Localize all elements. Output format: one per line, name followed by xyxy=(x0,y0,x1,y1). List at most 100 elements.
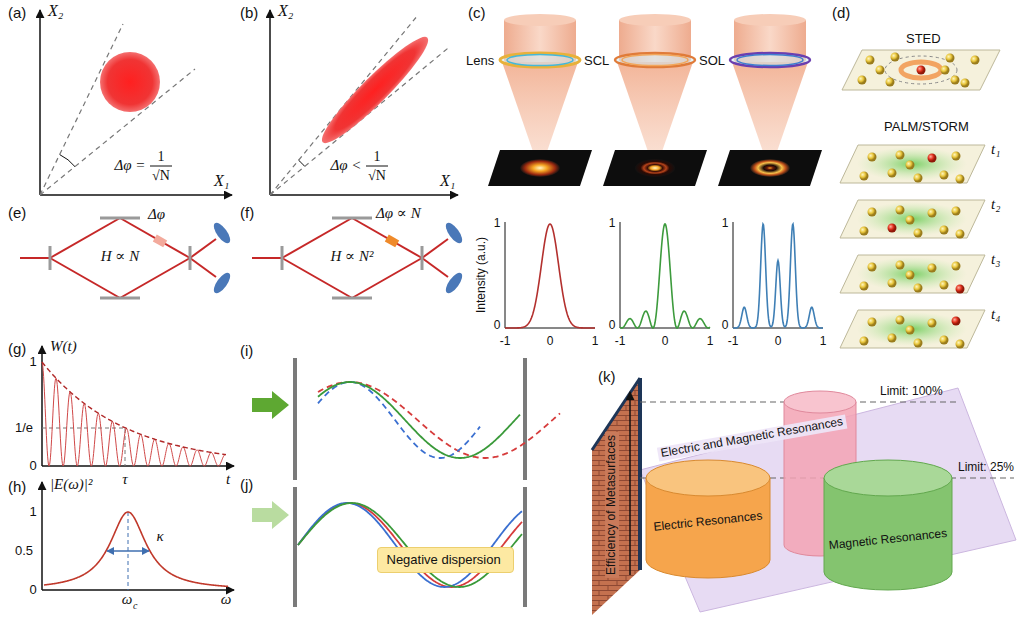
fluorescence-glow xyxy=(857,257,967,291)
sample-plane xyxy=(840,145,985,183)
coherent-state xyxy=(100,52,160,112)
lorentzian-curve xyxy=(44,512,228,586)
fluorophore xyxy=(914,339,923,348)
mirror xyxy=(100,217,140,220)
fluorophore xyxy=(906,216,915,225)
fluorophore xyxy=(940,336,949,345)
fluorescence-glow xyxy=(857,147,967,181)
tick-label: 1 xyxy=(609,217,616,231)
fluorophore xyxy=(914,229,923,238)
cylinder-top xyxy=(824,460,952,496)
intensity-curve xyxy=(505,224,595,328)
cavity-mode xyxy=(298,503,522,587)
fluorophore xyxy=(946,54,955,63)
cylinder-top xyxy=(784,391,856,413)
phase-uncertainty: Δφ = xyxy=(115,157,146,174)
plot-axes xyxy=(505,222,595,328)
tick-label: 1 xyxy=(707,335,714,349)
linewidth-arrow xyxy=(107,550,149,551)
cylinder-top xyxy=(646,460,770,496)
beam-top xyxy=(734,14,806,26)
angle-arc xyxy=(60,155,75,167)
cavity-mode xyxy=(318,382,560,458)
method-label: STED xyxy=(906,32,941,47)
lens-ring xyxy=(500,53,580,67)
fluorophore xyxy=(860,227,869,236)
axis-label: X₂ xyxy=(278,2,293,20)
tick-label: 1 xyxy=(494,217,501,231)
fluorophore xyxy=(896,316,905,325)
fluorophore xyxy=(896,261,905,270)
cavity-mirror xyxy=(293,358,297,480)
intensity-plot xyxy=(505,222,595,328)
mirror xyxy=(421,246,424,270)
wall-edge xyxy=(638,378,642,570)
axis-label: X₁ xyxy=(214,172,229,190)
tick-label: 0 xyxy=(494,319,501,333)
light-path xyxy=(422,258,448,277)
focusing-lens xyxy=(718,14,822,186)
box-text: Negative dispersion xyxy=(387,552,504,568)
mirror xyxy=(100,297,140,300)
axis-title: Efficiency of Metasurfaces xyxy=(605,432,619,578)
tick-label: 0 xyxy=(609,319,616,333)
axis-title: Intensity (a.u.) xyxy=(475,237,489,313)
active-fluorophore xyxy=(928,154,937,163)
fluorophore xyxy=(951,76,960,85)
plot-axes xyxy=(733,222,823,328)
fluorophore xyxy=(971,56,980,65)
decay-plot xyxy=(42,346,234,466)
fluorophore xyxy=(860,282,869,291)
light-path xyxy=(422,239,448,258)
interferometer xyxy=(20,218,233,298)
fluorophore xyxy=(961,79,970,88)
panel-label: (j) xyxy=(240,476,253,493)
region-label: Electric and Magnetic Resonances xyxy=(657,415,847,462)
tick-label: -1 xyxy=(728,335,739,349)
phase-space-panel xyxy=(40,10,232,195)
fraction-denominator: √N xyxy=(152,168,170,184)
panel-label: (c) xyxy=(468,4,486,21)
interferometer-panel xyxy=(20,218,465,298)
tick-label: 1 xyxy=(29,505,36,520)
tick-label: 1 xyxy=(29,355,36,370)
lens-label: SOL xyxy=(699,54,725,69)
fluorophore xyxy=(928,209,937,218)
sample-plane xyxy=(840,255,985,293)
tick-label: 0 xyxy=(775,335,782,349)
fluorophore xyxy=(868,208,877,217)
fluorophore xyxy=(952,207,961,216)
fraction-numerator: 1 xyxy=(374,149,381,165)
cavity-mode xyxy=(298,503,522,587)
mirror xyxy=(189,246,192,270)
phase-uncertainty: Δφ < xyxy=(331,157,362,174)
axis-label: t xyxy=(226,471,230,488)
fluorophore xyxy=(906,161,915,170)
mirror xyxy=(332,217,372,220)
intensity-plots xyxy=(505,222,823,328)
beam-top xyxy=(504,14,576,26)
light-path xyxy=(190,258,216,277)
fluorophore xyxy=(941,66,950,75)
axis-line xyxy=(270,194,458,196)
fluorophore xyxy=(886,78,895,87)
phase-shifter xyxy=(385,234,399,247)
light-path xyxy=(190,239,216,258)
tick-label: 0 xyxy=(662,335,669,349)
fluorophore xyxy=(952,262,961,271)
lens-ring xyxy=(507,55,573,66)
lens-label: SCL xyxy=(584,54,609,69)
focal-spot xyxy=(750,159,790,177)
limit-label: Limit: 25% xyxy=(958,461,1014,475)
limit-label: Limit: 100% xyxy=(880,385,943,399)
tick-label: 0 xyxy=(547,335,554,349)
active-fluorophore xyxy=(956,285,965,294)
sample-plane xyxy=(840,310,985,348)
fraction-bar xyxy=(150,166,172,167)
fluorophore xyxy=(906,326,915,335)
active-fluorophore xyxy=(888,224,897,233)
tick-label: ω xyxy=(122,591,133,608)
tick-label: τ xyxy=(122,471,127,488)
fluorophore xyxy=(928,264,937,273)
panel-label: (f) xyxy=(240,204,254,221)
